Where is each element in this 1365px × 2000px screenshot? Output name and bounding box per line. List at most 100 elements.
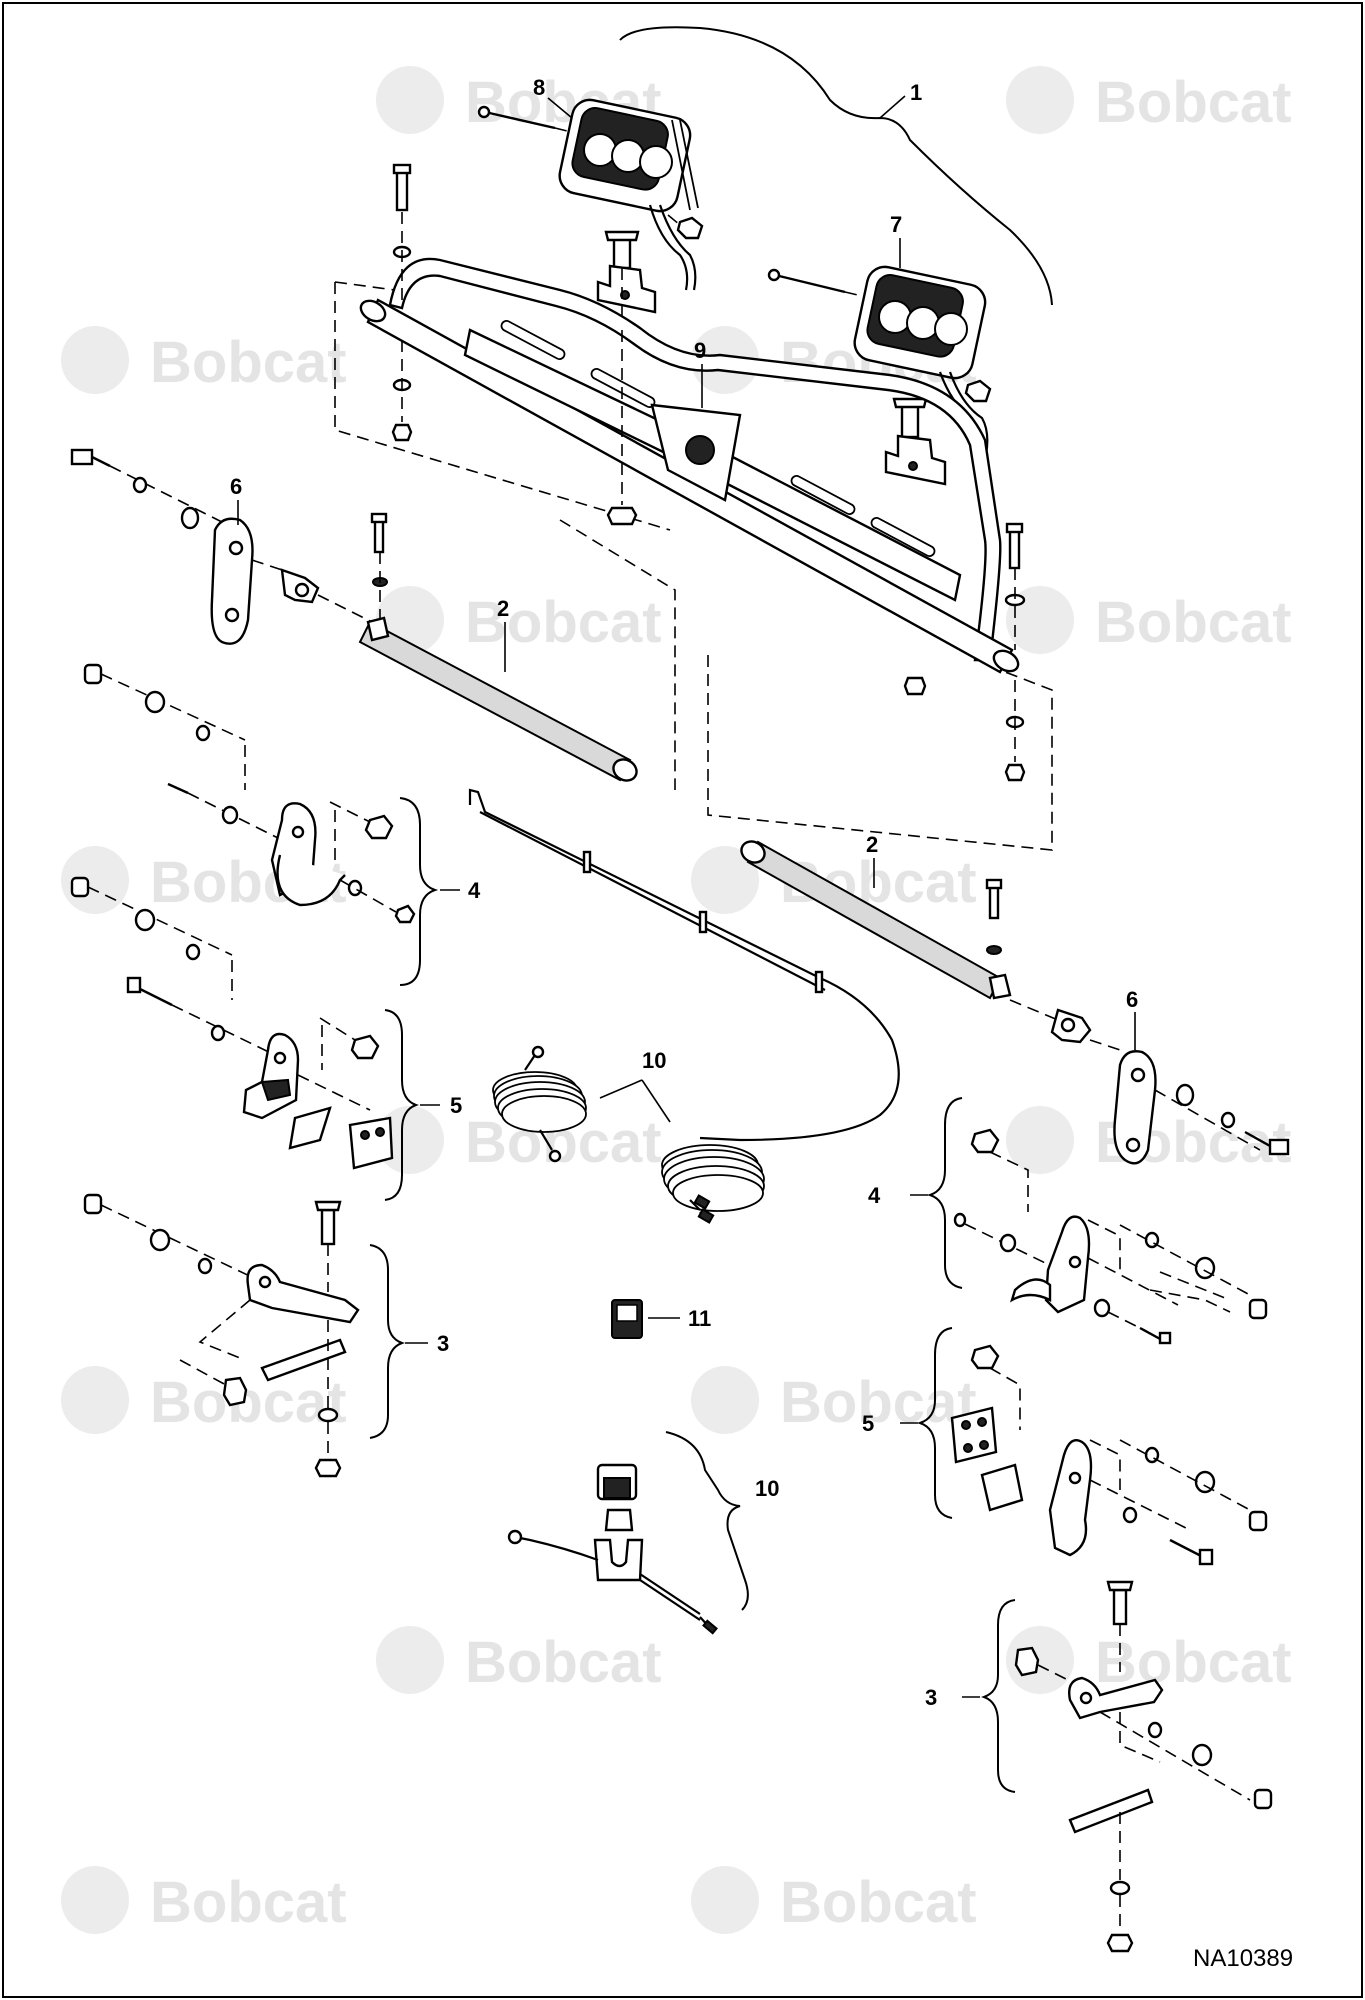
washer [221,805,239,825]
watermark: Bobcat [61,1866,347,1935]
light-wire [648,204,689,291]
bracket-assembly-5-left [126,976,394,1170]
lock-washer [210,1024,226,1042]
watermark: Bobcat [691,846,977,915]
bolt [373,518,385,554]
clamp-plate [1044,1215,1091,1314]
lock-washer [185,943,201,961]
nut [964,379,992,403]
callout-8: 8 [533,75,545,100]
light-mount-bracket-right [884,397,947,486]
nut [970,1344,1000,1370]
clamp-band [1010,1278,1052,1303]
rocker-switch-11 [611,1299,643,1339]
harness-clip [698,910,708,934]
clamp-band [276,854,346,907]
nut [1004,763,1026,782]
tube-2-upper [358,512,638,782]
watermark: Bobcat [1006,66,1292,135]
callout-4-right: 4 [868,1183,881,1208]
fuse [604,1508,634,1532]
ring-terminal [507,1529,523,1545]
alignment-guide [707,655,1053,851]
connector [693,1194,711,1210]
tube-2-lower [740,840,1012,1000]
watermark: Bobcat [1006,586,1292,655]
fuse-holder [593,1538,644,1582]
clamp-assembly-4-left [83,663,416,924]
bracket [1048,1438,1093,1557]
watermark-text: Bobcat [150,1370,347,1435]
callout-6-left: 6 [230,474,242,499]
watermark-text: Bobcat [1095,70,1292,135]
washer [180,506,200,530]
watermark-text: Bobcat [150,330,347,395]
callout-5-right: 5 [862,1411,874,1436]
leader-1 [879,95,906,119]
lock-washer [132,476,148,494]
washer [1191,1743,1213,1767]
bolt-head [126,976,142,994]
bolt [988,884,1000,920]
light-mount-bracket-left [596,230,657,330]
callout-2-lower: 2 [866,832,878,857]
spacer [1014,1646,1040,1677]
watermark-layer: Bobcat Bobcat Bobcat Bobcat Bobcat Bobca… [61,66,1292,1935]
ring-terminal [548,1149,562,1163]
callout-10-upper: 10 [642,1048,666,1073]
nut [903,676,927,696]
nut [606,506,638,526]
leader-8 [547,97,573,119]
bolt-head [767,268,781,282]
harness-clip [582,850,592,874]
watermark-text: Bobcat [465,590,662,655]
watermark: Bobcat [376,586,662,655]
bolt [395,168,409,212]
brace-3-right [981,1599,1016,1793]
bolt [320,1208,336,1246]
fuse-holder-harness-10 [507,1463,718,1635]
bolt [900,403,920,439]
washer [149,1228,171,1252]
drawing-id: NA10389 [1193,1945,1293,1972]
callout-11: 11 [688,1306,711,1331]
bracket [596,264,657,314]
brace-assembly-1 [619,26,1053,306]
clamp-assembly-4-left-lower [70,876,233,1000]
washer [317,1407,339,1423]
bolt-head [1248,1510,1268,1532]
bar-fastener-right [903,522,1026,782]
nut [1106,1933,1134,1953]
bolt [1008,528,1021,570]
plate [950,1406,998,1464]
bolt-head [1198,1548,1214,1566]
brace-3-left [369,1244,405,1439]
wire-coil-10 [492,1045,765,1224]
callout-10-lower: 10 [755,1476,779,1501]
bolt [1112,1588,1128,1626]
mount-assembly-3-right [1014,1580,1273,1953]
leader-10-upper [599,1079,671,1123]
watermark-text: Bobcat [150,1870,347,1935]
backing-plate [1068,1788,1154,1834]
mount-plate [1068,1676,1164,1720]
alignment-guide [559,519,676,790]
bolt-shaft [774,273,846,294]
pad [288,1106,332,1150]
mount-bracket-6-right [1009,999,1290,1165]
mount-bracket-6-left [70,448,373,645]
nut [391,423,413,442]
work-light-left [477,98,704,291]
lock-washer [1147,1721,1163,1739]
washer [144,690,166,714]
pivot-plate [210,517,254,645]
washer [134,908,156,932]
callout-1: 1 [910,80,922,105]
bolt [612,236,632,270]
backing-plate [260,1338,347,1382]
harness-clip [814,970,824,994]
mount-plate [246,1263,360,1324]
watermark: Bobcat [1006,1626,1292,1695]
callout-5-left: 5 [450,1093,462,1118]
